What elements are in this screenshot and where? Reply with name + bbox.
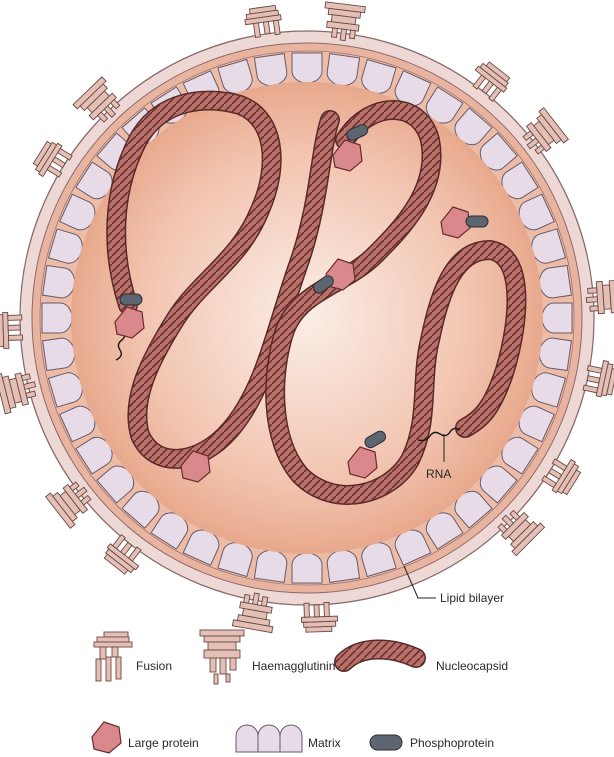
legend-nucleocapsid-label: Nucleocapsid xyxy=(436,659,508,673)
fusion-protein xyxy=(0,311,24,350)
nucleocapsid-icon xyxy=(334,639,426,672)
fusion-protein xyxy=(244,4,282,38)
large-protein xyxy=(332,139,363,172)
surface-glycoproteins xyxy=(0,1,614,634)
legend-phosphoprotein-label: Phosphoprotein xyxy=(410,736,494,750)
haemagglutinin-protein xyxy=(0,372,37,415)
haemagglutinin-icon xyxy=(199,629,245,685)
phosphoprotein xyxy=(119,293,143,306)
legend-fusion-label: Fusion xyxy=(136,659,172,673)
legend-matrix-label: Matrix xyxy=(308,736,341,750)
fusion-protein xyxy=(472,61,511,103)
haemagglutinin-protein xyxy=(44,481,92,529)
legend-haemagglutinin-label: Haemagglutinin xyxy=(252,659,335,673)
matrix-unit xyxy=(291,552,323,584)
large-protein xyxy=(180,450,211,483)
matrix-unit xyxy=(291,52,323,84)
fusion-protein xyxy=(300,601,339,633)
haemagglutinin-protein xyxy=(585,279,614,315)
lipid-bilayer-label: Lipid bilayer xyxy=(440,591,504,605)
fusion-protein xyxy=(32,140,73,178)
nucleocapsid-strands xyxy=(106,90,527,505)
haemagglutinin-protein xyxy=(231,592,274,634)
haemagglutinin-protein xyxy=(324,1,366,42)
fusion-protein xyxy=(541,458,582,496)
phosphoprotein xyxy=(465,215,489,228)
legend: Fusion Haemagglutinin Nucleocapsid Large… xyxy=(91,629,508,754)
large-protein-group xyxy=(114,124,489,483)
matrix-unit xyxy=(41,302,73,334)
fusion-protein xyxy=(103,533,142,575)
haemagglutinin-protein xyxy=(497,509,546,557)
lipid-bilayer-leader-line xyxy=(403,565,436,599)
large-protein xyxy=(114,306,145,339)
phosphoprotein-icon xyxy=(369,734,403,751)
matrix-unit xyxy=(541,302,573,334)
large-protein xyxy=(440,206,471,239)
fusion-icon xyxy=(93,631,133,682)
phosphoprotein xyxy=(346,124,369,141)
fusion-protein xyxy=(582,360,614,398)
phosphoprotein xyxy=(312,275,334,294)
haemagglutinin-protein xyxy=(522,107,570,155)
matrix-icon xyxy=(235,724,303,753)
haemagglutinin-protein xyxy=(72,76,121,123)
rna-label: RNA xyxy=(426,467,451,481)
large-protein xyxy=(347,446,378,479)
phosphoprotein xyxy=(364,430,387,449)
legend-large-protein-label: Large protein xyxy=(128,736,199,750)
large-protein-icon xyxy=(91,721,122,754)
